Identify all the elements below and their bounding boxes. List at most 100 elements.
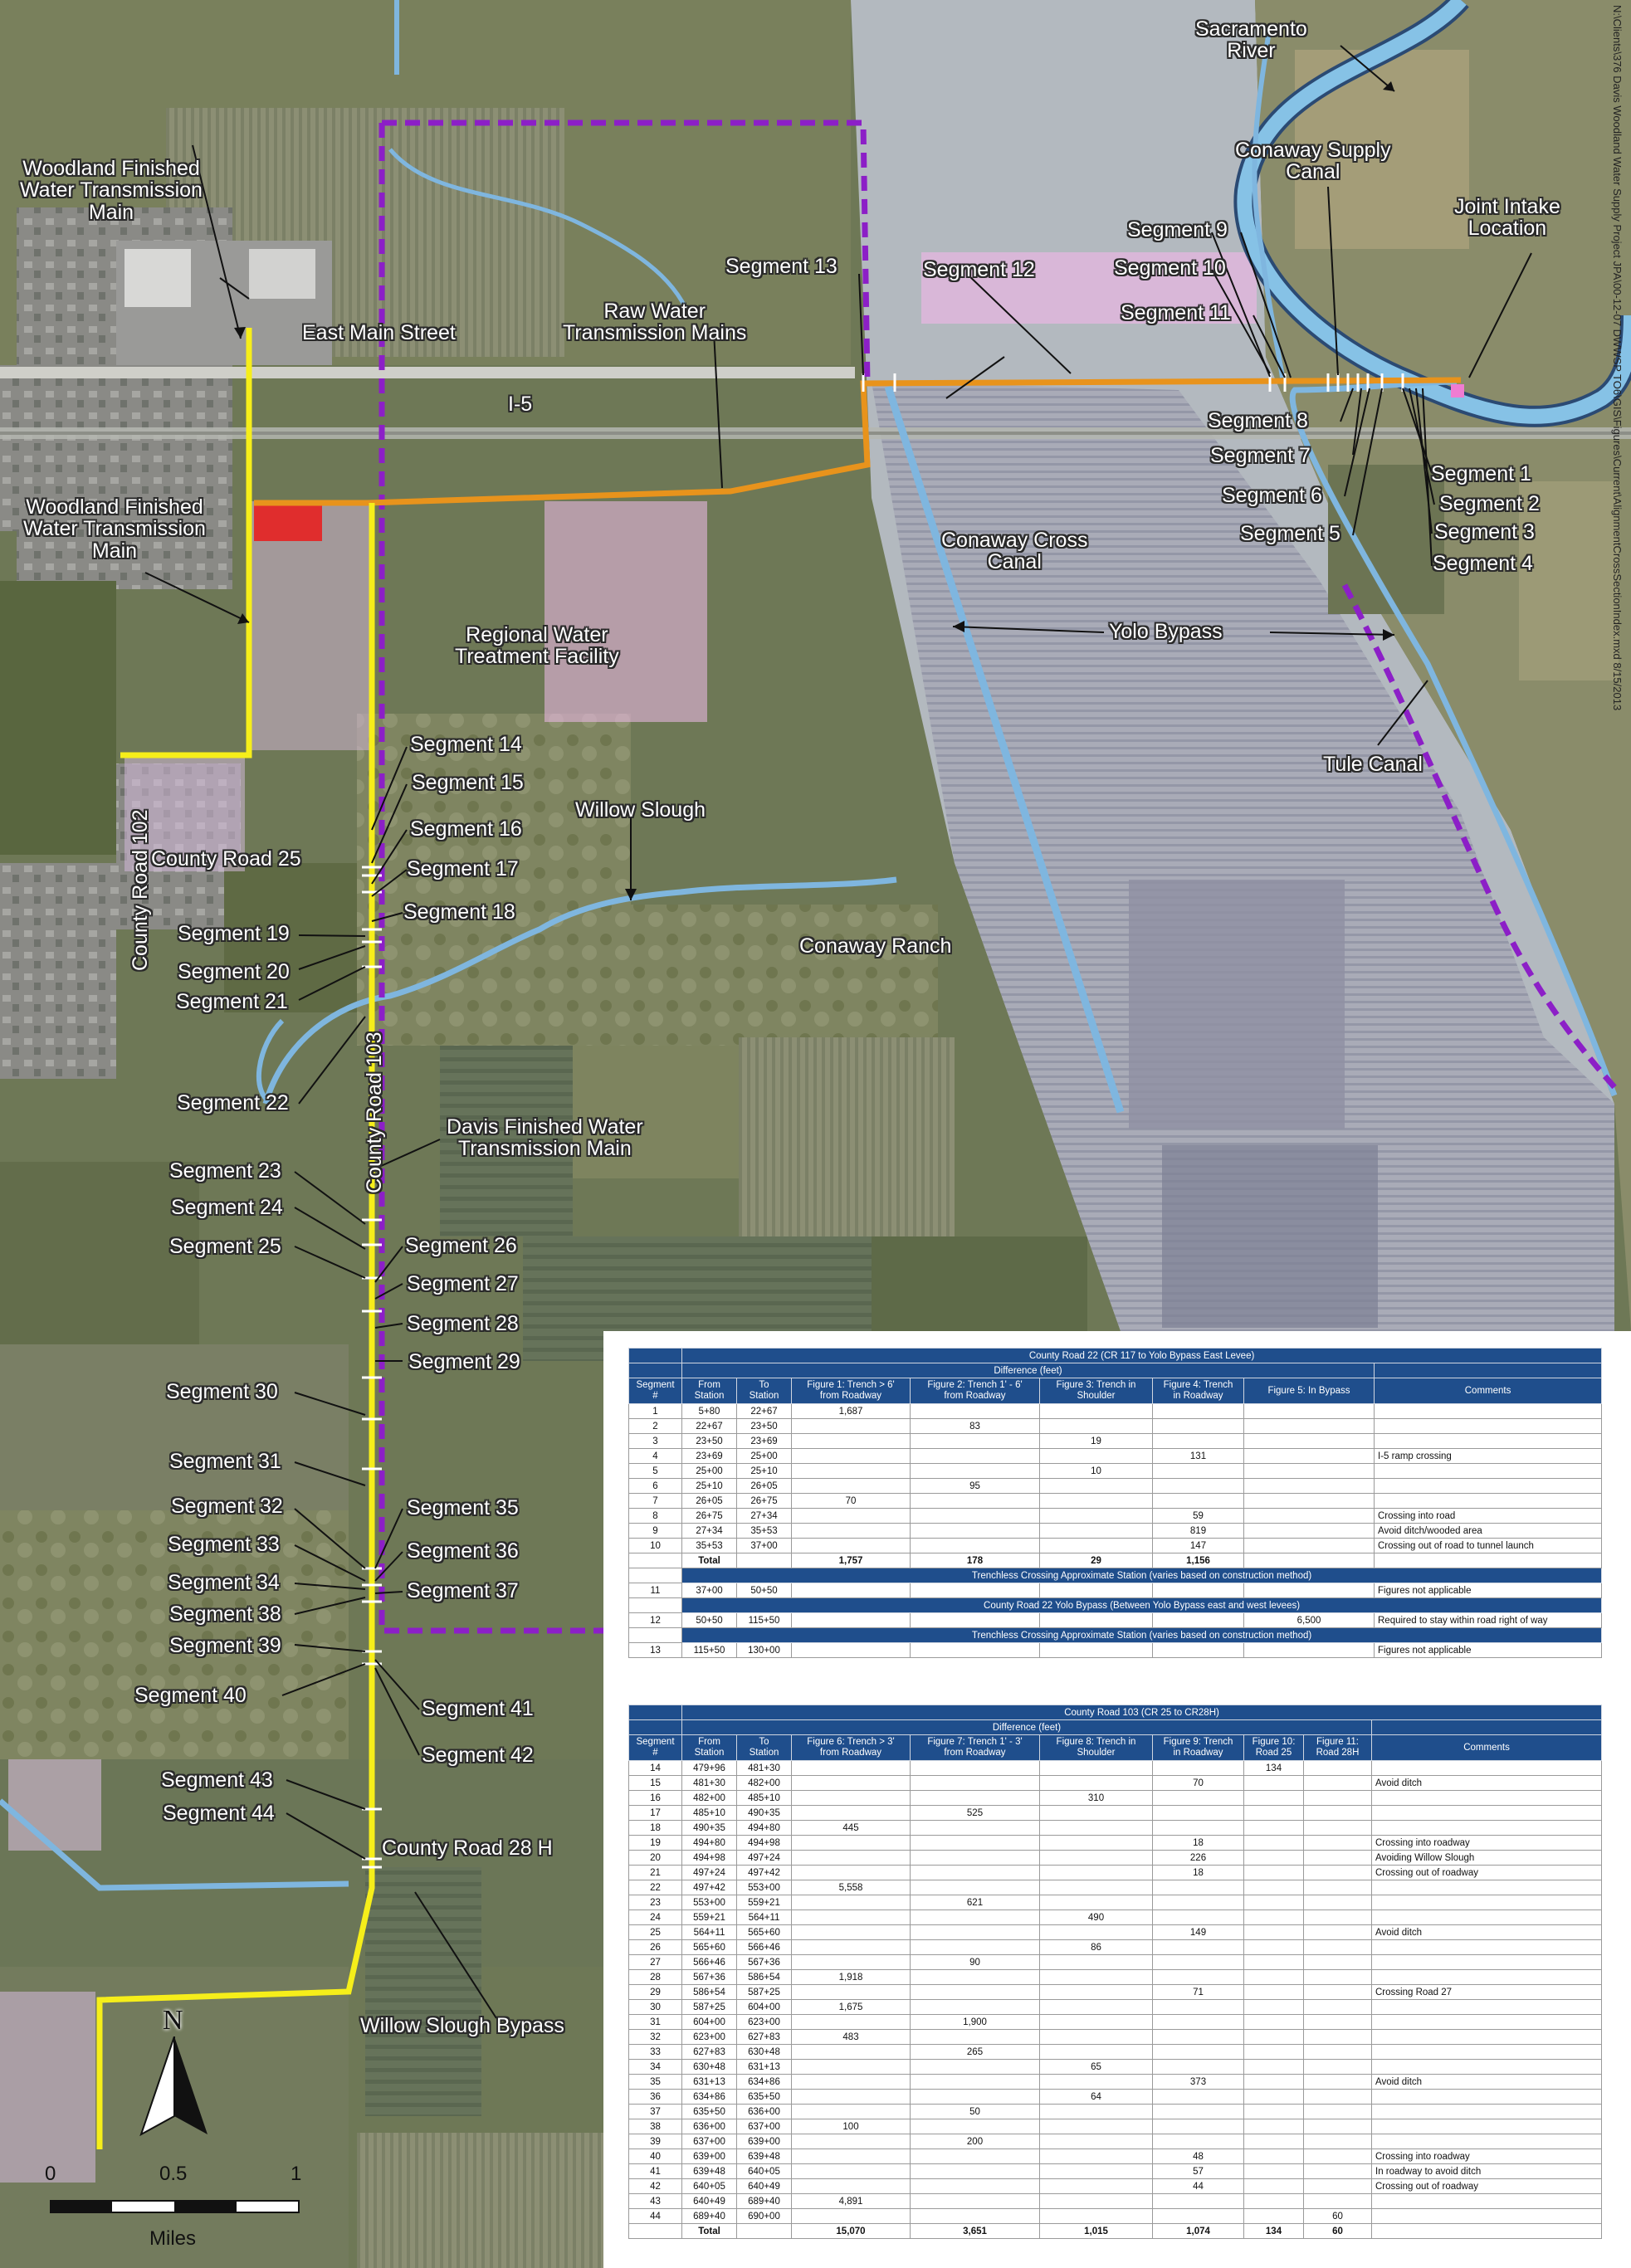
table-cell: 635+50 [736,2089,792,2105]
table-cell [791,2163,911,2179]
table-cell [1039,1954,1153,1970]
table-cell: Total [681,1553,737,1568]
table-cell: 494+80 [681,1835,737,1851]
table-cell [910,1775,1040,1791]
table-cell [791,2104,911,2119]
table-cell [1243,2193,1304,2209]
table-cell: 22 [628,1880,682,1895]
segment-label: Segment 14 [410,733,522,756]
table-cell: Avoid ditch [1370,1775,1603,1791]
column-header: Figure 4: Trench in Roadway [1152,1378,1244,1404]
table-cell: 525 [910,1805,1040,1821]
scale-bar-graphic [50,2200,300,2213]
table-cell [1303,1939,1372,1955]
table-cell: 25+00 [736,1448,792,1464]
table-cell: 482+00 [681,1790,737,1806]
table-subtitle: Difference (feet) [681,1363,1375,1378]
table-cell [1039,1403,1153,1419]
segment-label: Segment 35 [407,1496,519,1519]
table-cell: 481+30 [736,1760,792,1776]
table-cell [791,1805,911,1821]
table-cell: In roadway to avoid ditch [1370,2163,1603,2179]
table-cell [1303,1835,1372,1851]
table-cell: 1,757 [791,1553,911,1568]
table-cell: 4 [628,1448,682,1464]
table-cell: 639+48 [681,2163,737,2179]
table-cell: 60 [1303,2223,1372,2239]
table-cell: 32 [628,2029,682,2045]
column-header: To Station [736,1734,792,1761]
table-cell [791,2044,911,2060]
label-i5: I-5 [508,393,533,416]
table-cell: 559+21 [736,1895,792,1910]
table-cell: 59 [1152,1508,1244,1524]
table-cell: 115+50 [736,1612,792,1628]
table-cell [791,2059,911,2075]
table-cell: 71 [1152,1984,1244,2000]
table-cell [1039,1612,1153,1628]
segment-label: Segment 31 [169,1450,281,1473]
table-cell [791,1538,911,1553]
segment-label: Segment 5 [1240,522,1340,545]
table-cell: 36 [628,2089,682,2105]
table-cell: Avoid ditch [1370,2074,1603,2090]
table-cell: Crossing into roadway [1370,1835,1603,1851]
table-cell [910,1880,1040,1895]
table-cell: 4,891 [791,2193,911,2209]
table-cell [1303,1790,1372,1806]
table-cell: 635+50 [681,2104,737,2119]
table-cell: 5,558 [791,1880,911,1895]
table-cell [1039,1538,1153,1553]
table-cell: 689+40 [681,2208,737,2224]
segment-label: Segment 33 [168,1533,280,1556]
table-cell: 689+40 [736,2193,792,2209]
table-cell [910,1939,1040,1955]
table-cell: 567+36 [681,1969,737,1985]
table-cell: 604+00 [736,1999,792,2015]
label-conaway-supply-canal: Conaway Supply Canal [1235,139,1391,184]
table-cell: 587+25 [736,1984,792,2000]
segment-label: Segment 36 [407,1539,519,1563]
segment-label: Segment 8 [1208,409,1308,432]
table-cell [791,2149,911,2164]
label-county-road-102: County Road 102 [129,809,152,971]
table-cell: 28 [628,1969,682,1985]
table-cell: 10 [628,1538,682,1553]
table-cell [1039,1924,1153,1940]
table-cell: 819 [1152,1523,1244,1539]
table-cell [910,2089,1040,2105]
table-cell [1152,1493,1244,1509]
table-cell [1152,1583,1244,1598]
table-header-cell [1373,1363,1603,1378]
table-cell [1373,1478,1603,1494]
segment-label: Segment 6 [1222,484,1322,507]
table-cell [910,2193,1040,2209]
table-cell [791,1775,911,1791]
table-cell [1152,1403,1244,1419]
table-cell: 586+54 [681,1984,737,2000]
table-cell [1373,1403,1603,1419]
table-cell [1303,2029,1372,2045]
table-cell [1039,2119,1153,2134]
table-cell: 373 [1152,2074,1244,2090]
segment-label: Segment 4 [1433,552,1533,575]
table-cell [1039,2193,1153,2209]
table-cell [1370,2044,1603,2060]
table-cell: 48 [1152,2149,1244,2164]
table-cell: 634+86 [736,2074,792,2090]
table-cell: 623+00 [681,2029,737,2045]
table-cell [1039,2178,1153,2194]
table-cell: 15 [628,1775,682,1791]
